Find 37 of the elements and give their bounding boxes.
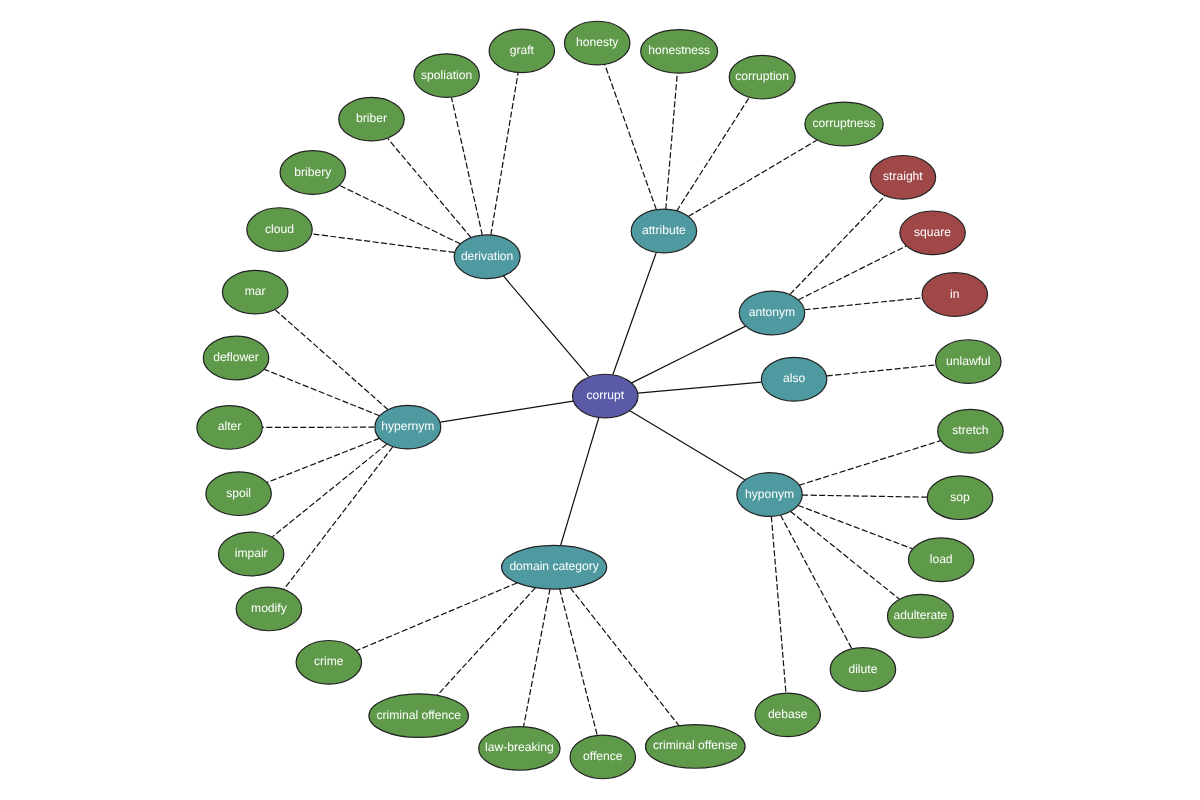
connector bbox=[311, 233, 455, 254]
connector bbox=[355, 582, 518, 652]
connector bbox=[387, 137, 472, 239]
connector bbox=[436, 587, 536, 696]
connector bbox=[612, 252, 657, 376]
connector bbox=[789, 510, 900, 600]
connector bbox=[559, 588, 598, 737]
connector bbox=[502, 275, 590, 378]
connector bbox=[780, 514, 853, 650]
connector bbox=[801, 494, 928, 498]
connector bbox=[560, 417, 600, 546]
connector bbox=[263, 368, 381, 417]
connector bbox=[797, 245, 907, 301]
connector bbox=[770, 515, 787, 694]
connector bbox=[798, 440, 942, 486]
connector bbox=[789, 195, 886, 295]
connector bbox=[271, 443, 388, 538]
connector bbox=[283, 446, 394, 590]
connector bbox=[439, 400, 574, 423]
connector bbox=[569, 587, 680, 727]
connector bbox=[490, 72, 519, 236]
connector bbox=[274, 309, 389, 411]
connector bbox=[338, 184, 461, 245]
connector bbox=[804, 297, 923, 311]
connector bbox=[523, 588, 551, 728]
connector bbox=[604, 63, 657, 211]
connector bbox=[266, 437, 380, 484]
connector bbox=[631, 325, 747, 384]
connector bbox=[637, 381, 763, 394]
connector bbox=[261, 426, 375, 428]
connector bbox=[826, 364, 937, 377]
connector bbox=[676, 96, 750, 212]
connector bbox=[665, 72, 678, 210]
connector bbox=[450, 96, 483, 236]
connector bbox=[629, 410, 746, 481]
connector bbox=[797, 504, 913, 550]
connector bbox=[687, 139, 818, 217]
